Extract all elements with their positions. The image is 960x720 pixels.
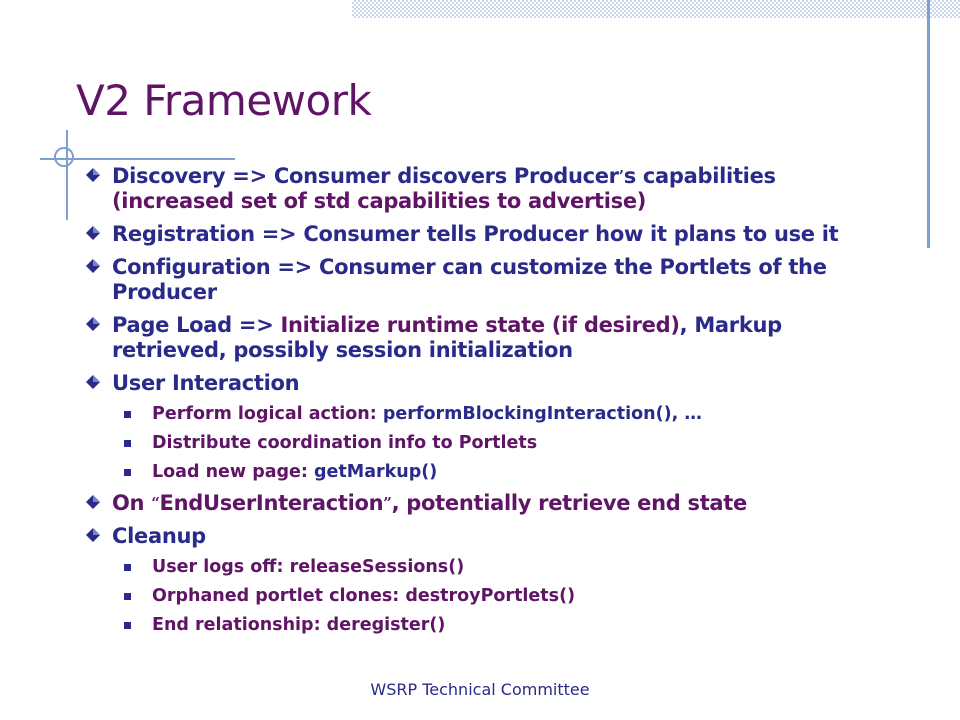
load-text: Load new page:	[152, 462, 315, 482]
logs-off-text: User logs off: releaseSessions()	[152, 557, 465, 577]
square-bullet-icon	[124, 622, 131, 629]
diamond-bullet-icon	[86, 317, 100, 331]
cleanup-label: Cleanup	[112, 524, 206, 548]
discovery-text-2: s capabilities	[623, 164, 776, 188]
diamond-bullet-icon	[86, 259, 100, 273]
bullet-user-interaction: User Interaction	[86, 371, 886, 396]
discovery-note: (increased set of std capabilities to ad…	[112, 189, 647, 213]
bullet-configuration: Configuration => Consumer can customize …	[86, 255, 886, 305]
diamond-bullet-icon	[86, 226, 100, 240]
sub-bullet-orphaned: Orphaned portlet clones: destroyPortlets…	[86, 585, 886, 607]
sub-bullet-distribute: Distribute coordination info to Portlets	[86, 432, 886, 454]
on-end-event: EndUserInteraction	[159, 491, 384, 515]
perform-text: Perform logical action:	[152, 404, 383, 424]
slide-footer: WSRP Technical Committee	[370, 680, 590, 699]
page-load-text-2: , Markup retrieved, possibly session ini…	[112, 313, 782, 362]
registration-text: Registration => Consumer tells Producer …	[112, 222, 839, 246]
slide-title: V2 Framework	[76, 76, 372, 125]
bullet-discovery: Discovery => Consumer discovers Producer…	[86, 164, 886, 214]
sub-bullet-end-relationship: End relationship: deregister()	[86, 614, 886, 636]
sub-bullet-perform: Perform logical action: performBlockingI…	[86, 403, 886, 425]
user-interaction-label: User Interaction	[112, 371, 300, 395]
apostrophe: ’	[618, 167, 624, 185]
bullet-list: Discovery => Consumer discovers Producer…	[86, 164, 886, 636]
square-bullet-icon	[124, 440, 131, 447]
square-bullet-icon	[124, 593, 131, 600]
decorative-vertical-line	[927, 0, 930, 248]
decorative-top-band	[352, 0, 960, 18]
distribute-text: Distribute coordination info to Portlets	[152, 433, 538, 453]
bullet-cleanup: Cleanup	[86, 524, 886, 549]
orphaned-text: Orphaned portlet clones: destroyPortlets…	[152, 586, 576, 606]
left-quote: “	[151, 494, 160, 512]
decorative-circle	[54, 147, 74, 167]
configuration-text: Configuration => Consumer can customize …	[112, 255, 827, 304]
decorative-short-vertical-line	[66, 130, 68, 220]
diamond-bullet-icon	[86, 168, 100, 182]
page-load-highlight: Initialize runtime state (if desired)	[280, 313, 680, 337]
square-bullet-icon	[124, 411, 131, 418]
on-end-text-2: , potentially retrieve end state	[391, 491, 748, 515]
on-end-text: On	[112, 491, 152, 515]
sub-bullet-logs-off: User logs off: releaseSessions()	[86, 556, 886, 578]
bullet-registration: Registration => Consumer tells Producer …	[86, 222, 886, 247]
decorative-horizontal-line	[40, 158, 235, 160]
diamond-bullet-icon	[86, 375, 100, 389]
diamond-bullet-icon	[86, 528, 100, 542]
diamond-bullet-icon	[86, 495, 100, 509]
square-bullet-icon	[124, 564, 131, 571]
load-method: getMarkup()	[314, 462, 438, 482]
right-quote: ”	[383, 494, 392, 512]
sub-bullet-load: Load new page: getMarkup()	[86, 461, 886, 483]
discovery-text: Discovery => Consumer discovers Producer	[112, 164, 619, 188]
perform-method: performBlockingInteraction(), …	[382, 404, 702, 424]
bullet-page-load: Page Load => Initialize runtime state (i…	[86, 313, 886, 363]
bullet-on-end: On “EndUserInteraction”, potentially ret…	[86, 491, 886, 516]
end-relationship-text: End relationship: deregister()	[152, 615, 446, 635]
page-load-text: Page Load =>	[112, 313, 281, 337]
square-bullet-icon	[124, 469, 131, 476]
